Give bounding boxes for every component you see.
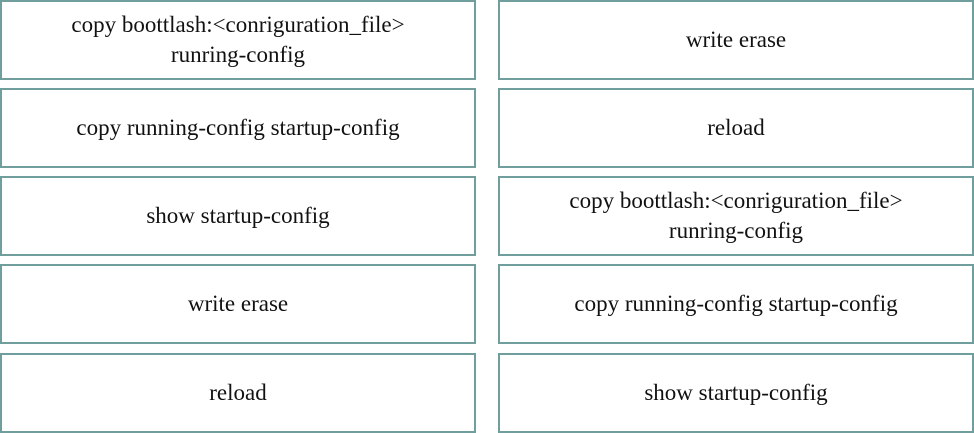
source-item-show-startup[interactable]: show startup-config (0, 176, 476, 256)
target-item-label: copy running-config startup-config (574, 291, 898, 316)
target-item-copy-running-startup[interactable]: copy running-config startup-config (498, 264, 974, 344)
target-item-label: write erase (685, 27, 787, 52)
target-item-label: reload (707, 115, 765, 140)
target-item-reload[interactable]: reload (498, 88, 974, 168)
source-item-label: reload (209, 380, 267, 405)
target-item-copy-bootflash[interactable]: copy boottlash:<conriguration_file> runr… (498, 176, 974, 256)
source-item-copy-running-startup[interactable]: copy running-config startup-config (0, 88, 476, 168)
target-item-write-erase[interactable]: write erase (498, 0, 974, 80)
target-item-label: copy boottlash:<conriguration_file> runr… (569, 188, 903, 243)
source-item-copy-bootflash[interactable]: copy boottlash:<conriguration_file> runr… (0, 0, 476, 80)
source-item-label: show startup-config (146, 203, 330, 228)
target-item-label: show startup-config (644, 380, 828, 405)
source-item-label: write erase (187, 291, 289, 316)
source-item-label: copy running-config startup-config (76, 115, 400, 140)
source-item-label: copy boottlash:<conriguration_file> runr… (71, 12, 405, 67)
source-item-reload[interactable]: reload (0, 353, 476, 433)
source-item-write-erase[interactable]: write erase (0, 264, 476, 344)
target-item-show-startup[interactable]: show startup-config (498, 353, 974, 433)
